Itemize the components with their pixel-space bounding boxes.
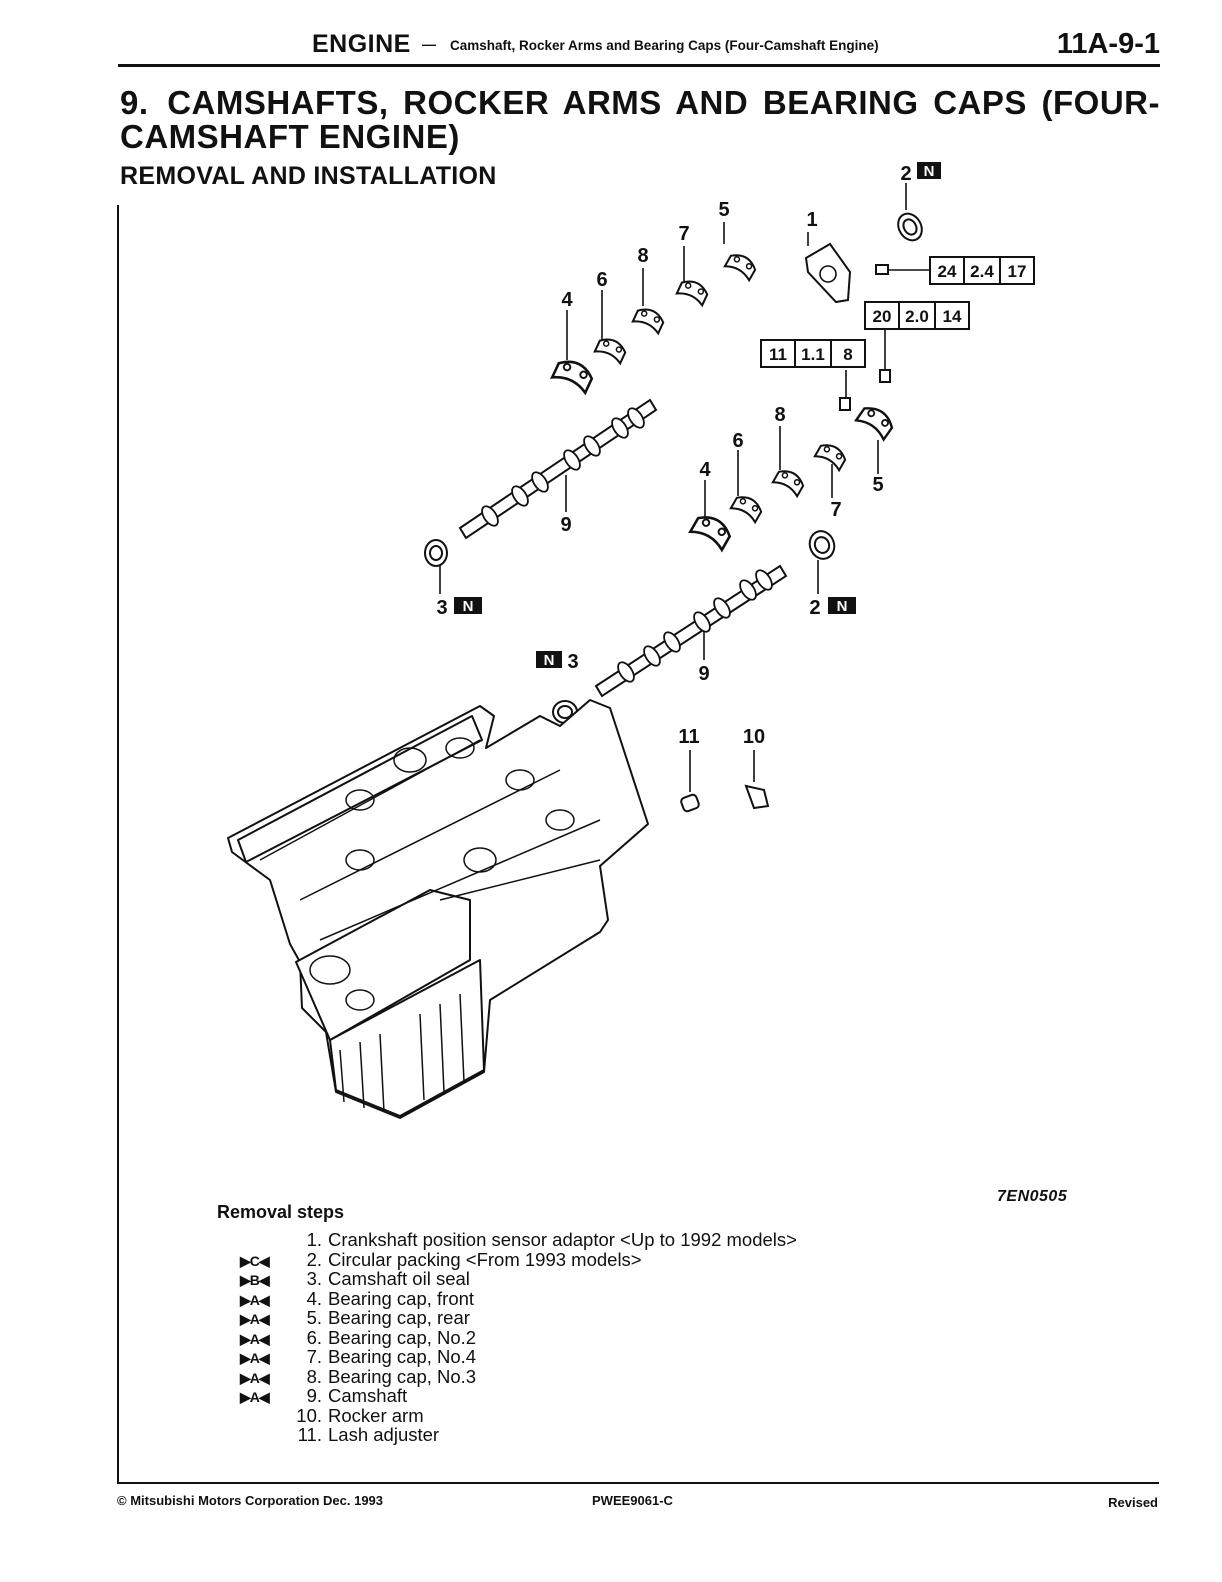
torque-spec-box: 20 2.0 14 bbox=[864, 301, 970, 330]
title-number: 9. bbox=[120, 84, 149, 121]
list-item: ▶A◀8.Bearing cap, No.3 bbox=[240, 1365, 477, 1387]
header-dash: — bbox=[422, 36, 436, 52]
svg-text:1.1: 1.1 bbox=[801, 345, 825, 364]
new-part-mark: N bbox=[828, 597, 856, 615]
svg-text:24: 24 bbox=[938, 262, 957, 281]
list-item: ▶A◀6.Bearing cap, No.2 bbox=[240, 1326, 477, 1348]
callout-2-right: 2 bbox=[809, 597, 820, 619]
header-subtitle: Camshaft, Rocker Arms and Bearing Caps (… bbox=[450, 38, 879, 53]
exploded-view-diagram: 2 1 5 7 8 6 4 8 6 4 7 5 9 3 2 3 9 11 10 … bbox=[227, 162, 1035, 1119]
section-heading: REMOVAL AND INSTALLATION bbox=[120, 162, 497, 190]
list-item: 1.Crankshaft position sensor adaptor <Up… bbox=[306, 1229, 797, 1250]
callout-6-upper: 6 bbox=[596, 269, 607, 291]
svg-text:20: 20 bbox=[873, 307, 892, 326]
new-part-mark: N bbox=[454, 597, 482, 615]
callout-9-upper: 9 bbox=[560, 514, 571, 536]
page-number: 11A-9-1 bbox=[1056, 28, 1160, 60]
header-rule bbox=[118, 64, 1160, 67]
figure-code: 7EN0505 bbox=[997, 1188, 1068, 1205]
callout-6-lower: 6 bbox=[732, 430, 743, 452]
svg-text:11: 11 bbox=[769, 345, 787, 364]
title-text: CAMSHAFTS, ROCKER ARMS AND BEARING CAPS … bbox=[120, 84, 1161, 155]
service-point-mark: ▶A◀ bbox=[240, 1291, 270, 1308]
callout-9-lower: 9 bbox=[698, 663, 709, 685]
svg-text:17: 17 bbox=[1008, 262, 1027, 281]
list-item: ▶A◀7.Bearing cap, No.4 bbox=[240, 1346, 477, 1367]
svg-text:N: N bbox=[463, 598, 474, 615]
service-point-mark: ▶A◀ bbox=[240, 1350, 270, 1366]
svg-text:N: N bbox=[924, 163, 935, 180]
svg-text:2.4: 2.4 bbox=[970, 262, 994, 281]
service-point-mark: ▶C◀ bbox=[240, 1252, 270, 1269]
list-item: ▶A◀9.Camshaft bbox=[240, 1385, 408, 1406]
callout-3-middle: 3 bbox=[567, 651, 578, 673]
callout-4-upper: 4 bbox=[561, 289, 573, 311]
service-point-mark: ▶A◀ bbox=[240, 1330, 270, 1347]
header-section: ENGINE bbox=[312, 30, 411, 58]
footer-rule bbox=[117, 1482, 1159, 1484]
list-item: ▶B◀3.Camshaft oil seal bbox=[240, 1268, 470, 1289]
torque-spec-box: 24 2.4 17 bbox=[929, 256, 1035, 285]
list-item: ▶A◀4.Bearing cap, front bbox=[240, 1287, 475, 1309]
service-point-mark: ▶A◀ bbox=[240, 1369, 270, 1386]
callout-8-lower: 8 bbox=[774, 404, 785, 426]
torque-spec-box: 11 1.1 8 bbox=[760, 339, 866, 368]
callout-8-upper: 8 bbox=[637, 245, 648, 267]
list-item: 11.Lash adjuster bbox=[297, 1424, 440, 1445]
list-item: ▶C◀2.Circular packing <From 1993 models> bbox=[240, 1248, 642, 1270]
footer-doc-id: PWEE9061-C bbox=[592, 1493, 673, 1508]
callout-11: 11 bbox=[678, 726, 699, 748]
callout-7-upper: 7 bbox=[678, 223, 689, 245]
callout-3-left: 3 bbox=[436, 597, 447, 619]
new-part-mark: N bbox=[536, 651, 562, 669]
service-point-mark: ▶B◀ bbox=[240, 1272, 270, 1288]
svg-text:N: N bbox=[544, 652, 555, 669]
callout-2-top: 2 bbox=[900, 163, 911, 185]
list-item: 10.Rocker arm bbox=[296, 1404, 424, 1426]
callout-5-lower: 5 bbox=[872, 474, 883, 496]
svg-text:8: 8 bbox=[843, 345, 852, 364]
footer-copyright: © Mitsubishi Motors Corporation Dec. 199… bbox=[117, 1493, 384, 1508]
callout-4-lower: 4 bbox=[699, 459, 711, 481]
svg-text:14: 14 bbox=[943, 307, 962, 326]
callout-10: 10 bbox=[743, 726, 765, 748]
svg-text:2.0: 2.0 bbox=[905, 307, 929, 326]
list-item: ▶A◀5.Bearing cap, rear bbox=[240, 1307, 470, 1328]
service-point-mark: ▶A◀ bbox=[240, 1389, 270, 1405]
page-title: 9. CAMSHAFTS, ROCKER ARMS AND BEARING CA… bbox=[120, 86, 1160, 154]
callout-1: 1 bbox=[806, 209, 817, 231]
callout-5-upper: 5 bbox=[718, 199, 729, 221]
footer-status: Revised bbox=[1108, 1495, 1158, 1510]
svg-text:N: N bbox=[837, 598, 848, 615]
callout-7-lower: 7 bbox=[830, 499, 841, 521]
removal-steps-title: Removal steps bbox=[217, 1202, 345, 1222]
removal-steps-list: 1.Crankshaft position sensor adaptor <Up… bbox=[240, 1230, 797, 1445]
margin-line bbox=[117, 205, 119, 1483]
service-point-mark: ▶A◀ bbox=[240, 1311, 270, 1327]
new-part-mark: N bbox=[917, 162, 941, 180]
